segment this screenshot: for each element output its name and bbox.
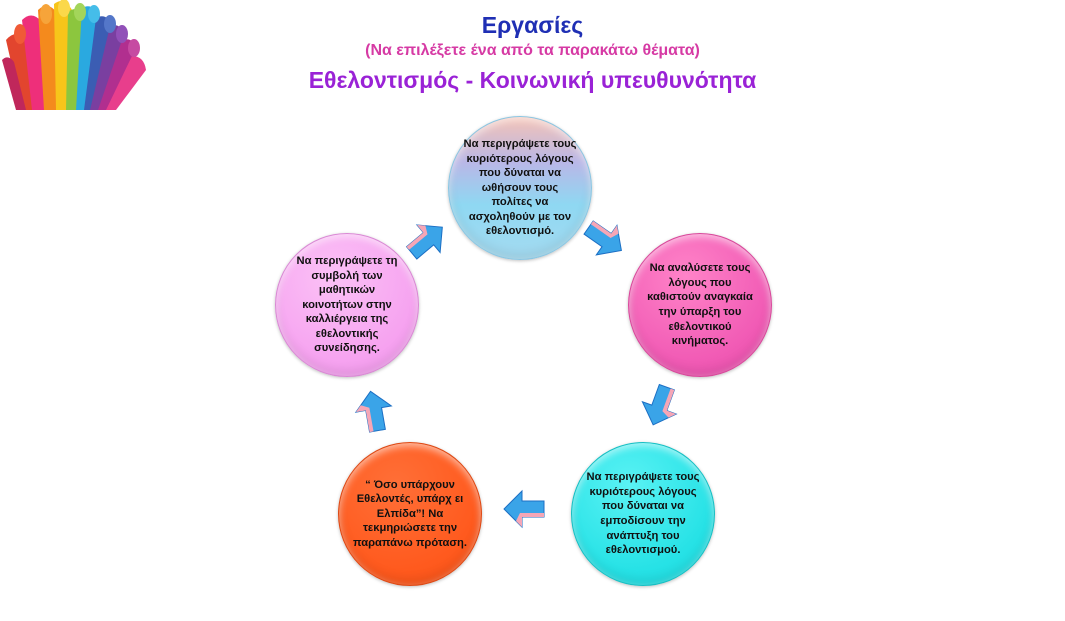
- topic-heading: Εθελοντισμός - Κοινωνική υπευθυνότητα: [308, 67, 757, 93]
- cycle-arrow-2-to-3: [641, 383, 678, 426]
- topic-node-text: “ Όσο υπάρχουν Εθελοντές, υπάρχ ει Ελπίδ…: [353, 478, 468, 549]
- cycle-arrow-5-to-1: [405, 224, 443, 260]
- cycle-arrow-4-to-5: [354, 390, 393, 433]
- topic-node-hope-quote: “ Όσο υπάρχουν Εθελοντές, υπάρχ ει Ελπίδ…: [338, 442, 482, 586]
- topic-node-text: Να περιγράψετε τους κυριότερους λόγους π…: [463, 138, 577, 238]
- topic-node-obstacles: Να περιγράψετε τους κυριότερους λόγους π…: [571, 442, 715, 586]
- page-subtitle: (Να επιλέξετε ένα από τα παρακάτω θέματα…: [365, 42, 700, 59]
- topic-node-necessity: Να αναλύσετε τους λόγους που καθιστούν α…: [628, 233, 772, 377]
- topic-node-student-communities: Να περιγράψετε τη συμβολή των μαθητικών …: [275, 233, 419, 377]
- hands-logo: [2, 0, 146, 111]
- cycle-arrow-1-to-2: [583, 220, 622, 256]
- cycle-arrow-3-to-4: [503, 489, 545, 529]
- topic-node-text: Να περιγράψετε τους κυριότερους λόγους π…: [586, 471, 700, 557]
- topic-node-text: Να περιγράψετε τη συμβολή των μαθητικών …: [296, 255, 398, 355]
- topic-node-text: Να αναλύσετε τους λόγους που καθιστούν α…: [647, 262, 753, 348]
- topic-node-motivations: Να περιγράψετε τους κυριότερους λόγους π…: [448, 116, 592, 260]
- page-title: Εργασίες: [481, 12, 584, 38]
